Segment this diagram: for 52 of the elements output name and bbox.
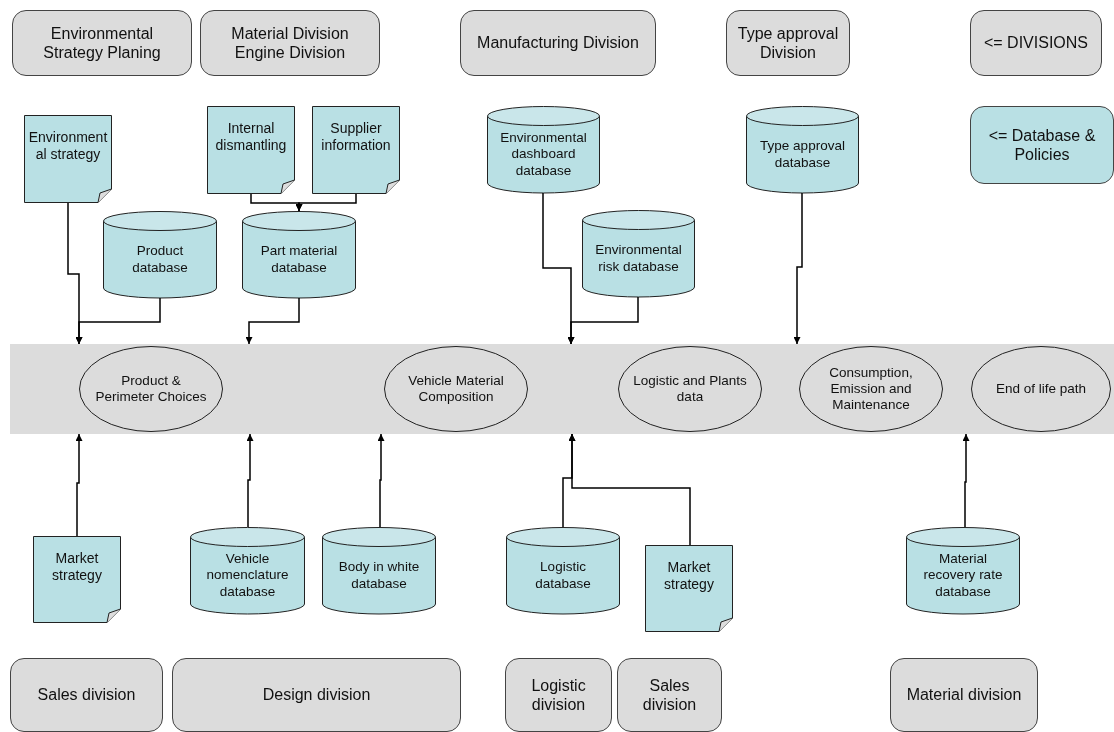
division-box xyxy=(970,10,1102,76)
node-text: Consumption, Emission and Maintenance xyxy=(828,364,914,414)
division-box xyxy=(172,658,461,732)
node-text: Vehicle nomenclature database xyxy=(205,551,290,600)
node-text: Logistic database xyxy=(534,559,592,592)
node-text: Internal dismantling xyxy=(214,120,288,154)
arrow xyxy=(377,433,385,528)
node-text: Design division xyxy=(262,685,371,705)
division-box xyxy=(12,10,192,76)
arrow xyxy=(568,433,691,546)
division-box xyxy=(10,658,163,732)
node-text: Type approval Division xyxy=(736,23,840,63)
division-box xyxy=(460,10,656,76)
node-text: Sales division xyxy=(641,675,698,715)
node-text: Logistic division xyxy=(530,675,587,715)
arrow xyxy=(246,433,254,528)
node-text: Body in white database xyxy=(337,559,421,592)
node-text: End of life path xyxy=(995,380,1087,398)
node-text: Product database xyxy=(131,243,189,276)
node-text: Supplier information xyxy=(320,120,392,154)
node-text: <= DIVISIONS xyxy=(983,33,1088,53)
division-box xyxy=(200,10,380,76)
node-text: Market strategy xyxy=(51,550,103,584)
node-text: Logistic and Plants data xyxy=(632,372,748,406)
node-text: Material Division Engine Division xyxy=(230,23,350,63)
node-text: Type approval database xyxy=(759,138,846,171)
node-text: Environmental Strategy Planing xyxy=(42,23,162,63)
node-text: Material division xyxy=(906,685,1022,705)
node-text: Sales division xyxy=(37,685,136,705)
node-text: Manufacturing Division xyxy=(477,33,639,53)
node-text: Vehicle Material Composition xyxy=(407,372,505,406)
arrow xyxy=(245,297,300,345)
node-text: Material recovery rate database xyxy=(922,551,1004,600)
arrow xyxy=(75,433,83,537)
node-text: Market strategy xyxy=(663,559,715,593)
node-text: Environmental dashboard database xyxy=(499,130,588,179)
arrow xyxy=(567,296,639,345)
division-box xyxy=(890,658,1038,732)
arrow xyxy=(793,192,803,345)
node-text: Part material database xyxy=(259,243,339,276)
division-box xyxy=(726,10,850,76)
process-band xyxy=(10,344,1114,434)
arrow xyxy=(962,433,970,528)
node-text: Product & Perimeter Choices xyxy=(94,372,208,406)
node-text: Environmental strategy xyxy=(27,129,109,163)
division-box xyxy=(617,658,722,732)
node-text: <= Database & Policies xyxy=(987,125,1097,165)
node-text: Environmental risk database xyxy=(594,242,683,275)
division-box xyxy=(505,658,612,732)
key-box xyxy=(970,106,1114,184)
arrow xyxy=(295,193,357,212)
arrow xyxy=(75,297,161,345)
